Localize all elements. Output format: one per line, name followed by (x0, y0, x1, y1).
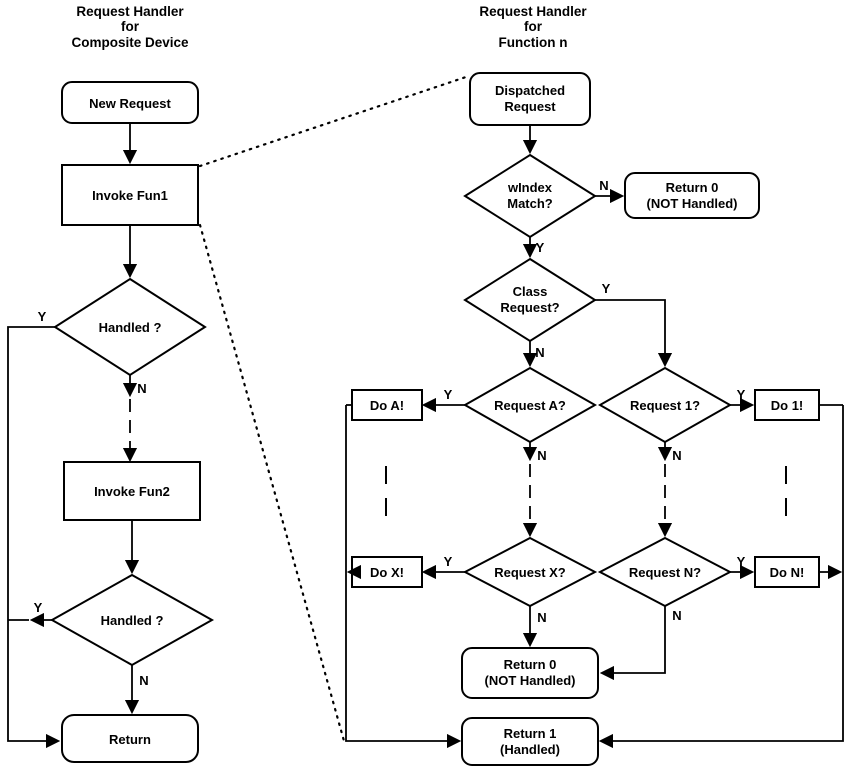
return1-line2: (Handled) (500, 742, 560, 757)
return0-bottom-node: Return 0 (NOT Handled) (461, 647, 599, 699)
invoke-fun1-box (61, 164, 199, 226)
windex-no-label: N (599, 178, 608, 193)
request-a-label: Request A? (494, 398, 566, 413)
invoke-fun2-node: Invoke Fun2 (63, 461, 201, 521)
left-flowchart: Request Handler for Composite Device New… (7, 4, 215, 763)
new-request-node: New Request (61, 81, 199, 124)
return0-bottom-line2: (NOT Handled) (485, 673, 576, 688)
request-1-label: Request 1? (630, 398, 700, 413)
return0-top-line2: (NOT Handled) (647, 196, 738, 211)
return0-top-node: Return 0 (NOT Handled) (624, 172, 760, 219)
request-x-no-label: N (537, 610, 546, 625)
do-n-label: Do N! (770, 565, 805, 580)
class-request-decision: Class Request? (463, 257, 597, 343)
class-no-label: N (535, 345, 544, 360)
left-rail-to-return1 (345, 405, 462, 749)
windex-match-line2: Match? (507, 196, 553, 211)
class-yes-path (595, 299, 673, 368)
dispatched-request-line2: Request (504, 99, 556, 114)
right-title: Request Handler for Function n (479, 4, 587, 50)
request-1-yes-label: Y (737, 387, 746, 402)
handled1-no-label: N (137, 381, 146, 396)
do-x-box (351, 556, 423, 588)
handled2-yes-label: Y (34, 600, 43, 615)
invoke-fun2-label: Invoke Fun2 (94, 484, 170, 499)
request-1-decision: Request 1? (597, 366, 733, 444)
right-title-line2: for (524, 19, 543, 34)
return1-box (461, 717, 599, 766)
request-1-no-label: N (672, 448, 681, 463)
handled2-no-label: N (139, 673, 148, 688)
windex-match-line1: wIndex (507, 180, 553, 195)
windex-match-decision: wIndex Match? (463, 153, 597, 239)
right-rail-to-return1 (598, 405, 844, 749)
dotted-connector-bottom (198, 223, 346, 743)
request-a-decision: Request A? (462, 366, 598, 444)
dispatched-request-line1: Dispatched (495, 83, 565, 98)
left-title: Request Handler for Composite Device (71, 4, 189, 50)
request-x-label: Request X? (494, 565, 566, 580)
invoke-fun1-node: Invoke Fun1 (61, 164, 199, 226)
return0-top-line1: Return 0 (666, 180, 719, 195)
request-n-no-label: N (672, 608, 681, 623)
return0-bottom-line1: Return 0 (504, 657, 557, 672)
do-a-node: Do A! (351, 389, 423, 421)
request-x-yes-label: Y (444, 554, 453, 569)
do-x-node: Do X! (351, 556, 423, 588)
left-title-line2: for (121, 19, 140, 34)
requestn-no-path-to-return0 (599, 606, 666, 681)
class-request-line1: Class (513, 284, 548, 299)
request-n-yes-label: Y (737, 554, 746, 569)
do-a-label: Do A! (370, 398, 404, 413)
request-n-label: Request N? (629, 565, 701, 580)
handled1-decision: Handled ? (53, 277, 207, 377)
return-node: Return (61, 714, 199, 763)
class-request-line2: Request? (500, 300, 559, 315)
do-a-box (351, 389, 423, 421)
handled1-yes-path-to-return (7, 326, 61, 749)
left-title-line3: Composite Device (71, 35, 189, 50)
return0-bottom-box (461, 647, 599, 699)
left-title-line1: Request Handler (76, 4, 184, 19)
dotted-connector-top (198, 75, 468, 168)
handled1-yes-label: Y (38, 309, 47, 324)
request-a-no-label: N (537, 448, 546, 463)
handled2-decision: Handled ? (49, 573, 215, 667)
right-title-line1: Request Handler (479, 4, 587, 19)
do-1-label: Do 1! (771, 398, 804, 413)
do-1-node: Do 1! (754, 389, 820, 421)
return-label: Return (109, 732, 151, 747)
do-n-node: Do N! (754, 556, 820, 588)
return1-line1: Return 1 (504, 726, 557, 741)
return0-top-box (624, 172, 760, 219)
right-flowchart: Request Handler for Function n Dispatche… (345, 4, 844, 766)
right-title-line3: Function n (499, 35, 568, 50)
new-request-label: New Request (89, 96, 171, 111)
windex-yes-label: Y (536, 240, 545, 255)
dispatched-request-node: Dispatched Request (469, 72, 591, 126)
handled2-label: Handled ? (101, 613, 164, 628)
request-x-decision: Request X? (462, 536, 598, 608)
request-a-yes-label: Y (444, 387, 453, 402)
request-n-decision: Request N? (597, 536, 733, 608)
handled1-label: Handled ? (99, 320, 162, 335)
invoke-fun1-label: Invoke Fun1 (92, 188, 168, 203)
class-yes-label: Y (602, 281, 611, 296)
do-x-label: Do X! (370, 565, 404, 580)
return-box (61, 714, 199, 763)
return1-node: Return 1 (Handled) (461, 717, 599, 766)
